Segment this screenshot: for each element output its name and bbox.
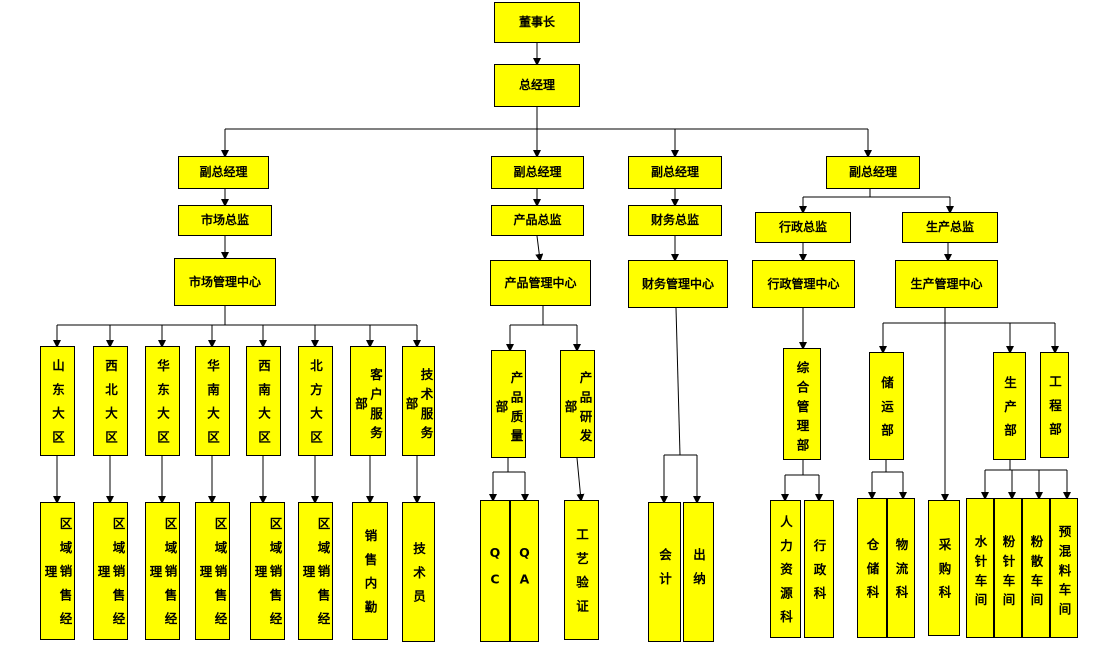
center-production-box: 生产管理中心 xyxy=(895,260,998,308)
cashier-box: 出纳 xyxy=(683,502,714,642)
regional-sales-manager-box: 区域销售经理 xyxy=(93,502,128,640)
product-rnd-dept-box: 产品研发部 xyxy=(560,350,595,458)
production-dept-box: 生产部 xyxy=(993,352,1026,460)
center-finance-box: 财务管理中心 xyxy=(628,260,728,308)
sales-assistant-box: 销售内勤 xyxy=(352,502,388,640)
qa-label: QA xyxy=(517,544,532,598)
tech-service-box: 技术服务部 xyxy=(402,346,435,456)
chairman-box: 董事长 xyxy=(494,2,580,43)
region-box: 华东大区 xyxy=(145,346,180,456)
region-box: 西南大区 xyxy=(246,346,281,456)
director-finance-box: 财务总监 xyxy=(628,205,722,236)
qa-box: QA xyxy=(510,500,539,642)
director-product-box: 产品总监 xyxy=(491,205,584,236)
center-admin-box: 行政管理中心 xyxy=(752,260,855,308)
general-manager-box: 总经理 xyxy=(494,64,580,107)
accounting-box: 会计 xyxy=(648,502,681,642)
region-box: 山东大区 xyxy=(40,346,75,456)
regional-sales-manager-box: 区域销售经理 xyxy=(298,502,333,640)
warehouse-section-box: 仓储科 xyxy=(857,498,887,638)
storage-transport-dept-box: 储运部 xyxy=(869,352,904,460)
workshop-box: 粉针车间 xyxy=(994,498,1022,638)
director-production-box: 生产总监 xyxy=(902,212,998,243)
process-validation-box: 工艺验证 xyxy=(564,500,599,640)
vp-ops-box: 副总经理 xyxy=(826,156,920,189)
regional-sales-manager-box: 区域销售经理 xyxy=(250,502,285,640)
director-admin-box: 行政总监 xyxy=(755,212,851,243)
regional-sales-manager-box: 区域销售经理 xyxy=(195,502,230,640)
qc-box: QC xyxy=(480,500,510,642)
center-market-box: 市场管理中心 xyxy=(174,258,276,306)
vp-finance-box: 副总经理 xyxy=(628,156,722,189)
engineering-dept-box: 工程部 xyxy=(1040,352,1069,458)
hr-section-box: 人力资源科 xyxy=(770,500,801,638)
general-management-dept-box: 综合管理部 xyxy=(783,348,821,460)
center-product-box: 产品管理中心 xyxy=(490,260,591,306)
qc-label: QC xyxy=(487,544,503,598)
workshop-box: 预混料车间 xyxy=(1050,498,1078,638)
admin-section-box: 行政科 xyxy=(804,500,834,638)
regional-sales-manager-box: 区域销售经理 xyxy=(40,502,75,640)
vp-product-box: 副总经理 xyxy=(491,156,584,189)
purchasing-section-box: 采购科 xyxy=(928,500,960,636)
workshop-box: 水针车间 xyxy=(966,498,994,638)
customer-service-box: 客户服务部 xyxy=(350,346,386,456)
vp-market-box: 副总经理 xyxy=(178,156,269,189)
regional-sales-manager-box: 区域销售经理 xyxy=(145,502,180,640)
region-box: 北方大区 xyxy=(298,346,333,456)
logistics-section-box: 物流科 xyxy=(887,498,915,638)
region-box: 西北大区 xyxy=(93,346,128,456)
workshop-box: 粉散车间 xyxy=(1022,498,1050,638)
region-box: 华南大区 xyxy=(195,346,230,456)
director-market-box: 市场总监 xyxy=(178,205,272,236)
technician-box: 技术员 xyxy=(402,502,435,642)
product-quality-dept-box: 产品质量部 xyxy=(491,350,526,458)
